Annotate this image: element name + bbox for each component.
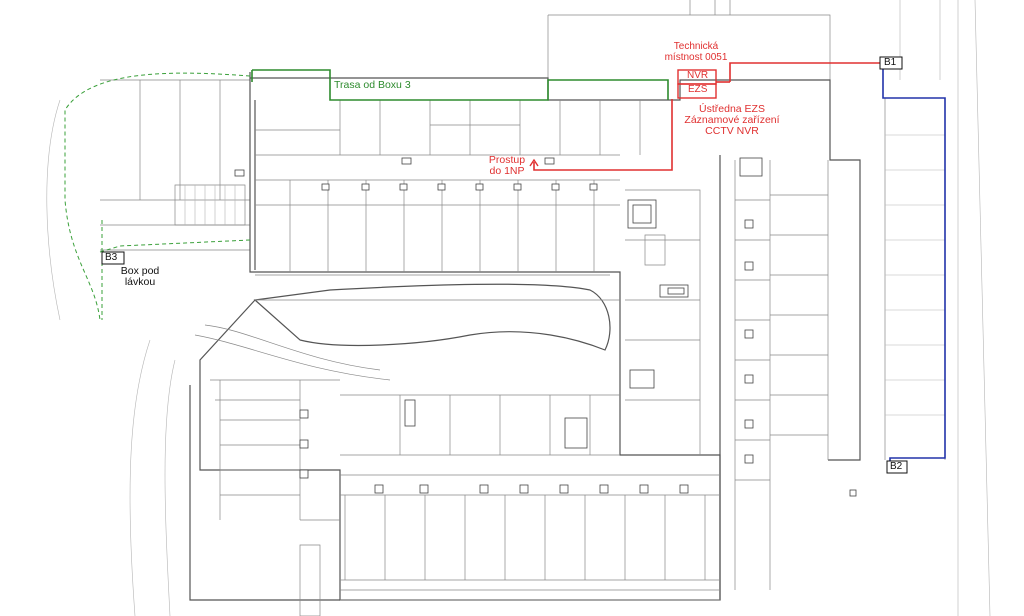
technical-room-line1: Technická — [673, 41, 719, 52]
penetration-line1: Prostup — [488, 154, 526, 166]
control-unit-label: Ústředna EZS Záznamové zařízení CCTV NVR — [672, 103, 792, 138]
box-under-line2: lávkou — [124, 276, 156, 289]
penetration-label: Prostup do 1NP — [484, 154, 530, 178]
box-under-footbridge-label: Box pod lávkou — [112, 265, 168, 289]
control-unit-line1: Ústředna EZS — [699, 103, 765, 115]
parking-strip — [884, 98, 946, 460]
route-blue — [882, 66, 946, 464]
penetration-line2: do 1NP — [489, 165, 525, 178]
control-unit-line3: CCTV NVR — [705, 125, 759, 138]
nvr-label: NVR — [687, 70, 709, 81]
route-box3-label: Trasa od Boxu 3 — [334, 79, 411, 91]
b-markers — [101, 56, 908, 474]
site-outline — [46, 0, 991, 616]
box-b1-label: B1 — [884, 57, 897, 68]
fixtures — [234, 157, 857, 497]
route-green — [251, 69, 669, 101]
technical-room-label: Technická místnost 0051 — [650, 41, 742, 63]
route-red — [529, 62, 882, 171]
control-unit-line2: Záznamové zařízení — [684, 114, 780, 127]
ezs-label: EZS — [688, 84, 708, 95]
route-green-dashed — [64, 72, 251, 321]
box-b2-label: B2 — [890, 461, 903, 472]
box-under-line1: Box pod — [120, 265, 160, 277]
technical-room-line2: místnost 0051 — [664, 51, 728, 63]
box-b3-label: B3 — [105, 252, 118, 263]
